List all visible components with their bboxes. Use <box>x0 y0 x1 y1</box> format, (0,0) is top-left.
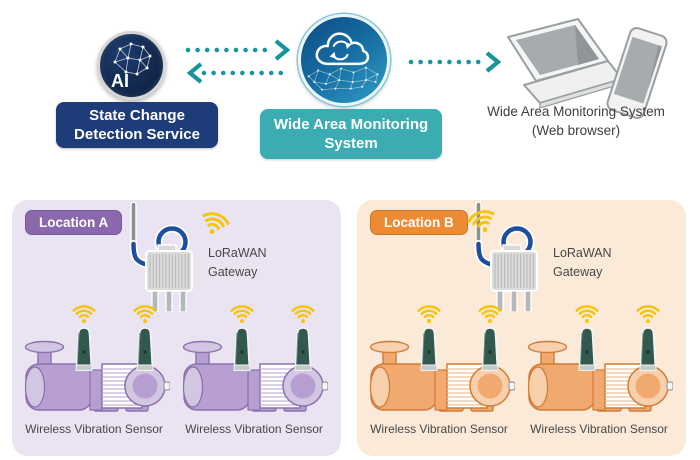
sensor-label: Wireless Vibration Sensor <box>370 422 508 436</box>
location-b-badge: Location B <box>370 210 468 235</box>
laptop-icon <box>507 18 623 109</box>
pump-motor-with-sensors-icon <box>523 302 673 417</box>
sensor-label: Wireless Vibration Sensor <box>185 422 323 436</box>
web-viewer-caption-line1: Wide Area Monitoring System <box>487 104 665 119</box>
dotted-arrow-right-icon <box>408 51 502 73</box>
pump-motor-with-sensors-icon <box>178 302 328 417</box>
pump-motor-with-sensors-icon <box>20 302 170 417</box>
bidirectional-dotted-arrow-icon <box>185 39 293 84</box>
location-a-badge: Location A <box>25 210 123 235</box>
monitoring-system-box: Wide Area Monitoring System <box>260 109 442 159</box>
gateway-label-line1: LoRaWAN <box>208 246 267 260</box>
state-change-service-box: State Change Detection Service <box>56 102 218 148</box>
sensor-label: Wireless Vibration Sensor <box>25 422 163 436</box>
cloud-sync-icon <box>298 14 390 106</box>
pump-motor-with-sensors-icon <box>365 302 515 417</box>
ai-brain-icon: AI <box>97 31 166 100</box>
gateway-label-line2: Gateway <box>553 265 603 280</box>
gateway-label-line1: LoRaWAN <box>553 246 612 260</box>
location-a-panel: Location A LoRaWAN Gateway Wireless Vibr… <box>12 200 341 456</box>
ai-label: AI <box>111 71 129 91</box>
sensor-label: Wireless Vibration Sensor <box>530 422 668 436</box>
smartphone-icon <box>606 27 668 119</box>
gateway-label: LoRaWAN Gateway <box>553 244 612 283</box>
location-b-panel: Location B LoRaWAN Gateway Wireless Vibr… <box>357 200 686 456</box>
web-viewer-caption: Wide Area Monitoring System (Web browser… <box>452 103 700 141</box>
gateway-label: LoRaWAN Gateway <box>208 244 267 283</box>
web-viewer-caption-line2: (Web browser) <box>531 122 621 138</box>
gateway-label-line2: Gateway <box>208 265 258 280</box>
